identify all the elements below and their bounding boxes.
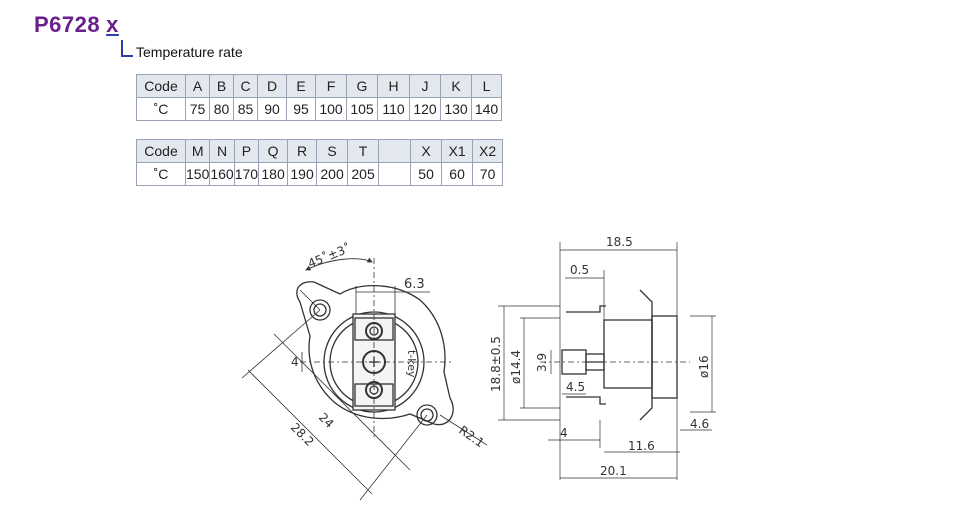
value-cell: 80	[209, 97, 234, 121]
dim-dia-14-4: ø14.4	[509, 350, 523, 384]
header-cell: G	[346, 74, 378, 98]
table-header-row: Code A B C D E F G H J K L	[136, 74, 502, 98]
header-cell: X2	[472, 139, 504, 163]
value-cell: 75	[185, 97, 210, 121]
header-cell: X	[410, 139, 443, 163]
front-view	[241, 257, 488, 501]
header-cell: R	[287, 139, 318, 163]
header-cell	[378, 139, 412, 163]
value-cell: ˚C	[136, 97, 186, 121]
suffix-pointer-line	[121, 40, 133, 57]
header-cell: K	[440, 74, 472, 98]
radius-dimension: R2.1	[456, 423, 486, 450]
dim-3-9: 3.9	[535, 353, 549, 372]
dim-24: 24	[316, 410, 337, 431]
terminal-upper	[566, 305, 606, 313]
dim-18-5: 18.5	[606, 235, 633, 249]
header-cell: Code	[136, 74, 186, 98]
header-cell: A	[185, 74, 210, 98]
dim-4-6: 4.6	[690, 417, 709, 431]
header-cell: D	[257, 74, 287, 98]
temperature-rate-label: Temperature rate	[136, 44, 243, 60]
value-cell: 150	[184, 162, 211, 186]
value-cell: 190	[287, 162, 318, 186]
table-value-row: ˚C 150 160 170 180 190 200 205 50 60 70	[136, 162, 504, 186]
temperature-code-table-1: Code A B C D E F G H J K L ˚C 75 80 85 9…	[136, 74, 502, 121]
header-cell: P	[233, 139, 260, 163]
dim-4-5: 4.5	[566, 380, 585, 394]
side-cap	[651, 315, 678, 399]
key-label: t-key	[405, 350, 418, 378]
value-cell: 170	[233, 162, 260, 186]
mounting-hole-upper	[309, 299, 331, 321]
value-cell: 200	[316, 162, 349, 186]
mounting-hole-lower	[416, 404, 438, 426]
value-cell: 120	[409, 97, 441, 121]
header-cell: X1	[441, 139, 474, 163]
model-suffix: x	[106, 12, 119, 37]
model-code: P6728	[34, 12, 101, 37]
header-cell: Code	[136, 139, 186, 163]
dim-20-1: 20.1	[600, 464, 627, 478]
terminal-lower	[566, 396, 606, 405]
header-cell: L	[471, 74, 502, 98]
dim-28-2: 28.2	[288, 420, 317, 449]
value-cell: 60	[441, 162, 474, 186]
side-view	[498, 242, 716, 480]
value-cell: ˚C	[136, 162, 186, 186]
dim-11-6: 11.6	[628, 439, 655, 453]
value-cell: 205	[347, 162, 380, 186]
header-cell: C	[233, 74, 258, 98]
dim-0-5: 0.5	[570, 263, 589, 277]
table-value-row: ˚C 75 80 85 90 95 100 105 110 120 130 14…	[136, 97, 502, 121]
dim-6-3: 6.3	[404, 277, 425, 292]
dim-dia-16: ø16	[697, 355, 711, 378]
dim-4-side: 4	[560, 426, 568, 440]
angle-arc	[305, 257, 373, 271]
side-flange	[639, 289, 653, 421]
dim-18-8: 18.8±0.5	[489, 336, 503, 392]
header-cell: F	[315, 74, 347, 98]
side-body	[603, 319, 653, 389]
temperature-code-table-2: Code M N P Q R S T X X1 X2 ˚C 150 160 17…	[136, 139, 504, 186]
value-cell: 140	[471, 97, 502, 121]
value-cell	[378, 162, 412, 186]
header-cell: E	[286, 74, 316, 98]
header-cell: H	[377, 74, 410, 98]
header-cell: J	[409, 74, 441, 98]
value-cell: 70	[472, 162, 504, 186]
angle-dimension: 45˚±3˚	[306, 240, 353, 271]
value-cell: 90	[257, 97, 287, 121]
mounting-flange	[296, 281, 454, 426]
dim-4-front: 4	[291, 355, 299, 369]
header-cell: N	[209, 139, 235, 163]
header-cell: B	[209, 74, 234, 98]
value-cell: 105	[346, 97, 378, 121]
header-cell: S	[316, 139, 349, 163]
value-cell: 95	[286, 97, 316, 121]
value-cell: 160	[209, 162, 235, 186]
